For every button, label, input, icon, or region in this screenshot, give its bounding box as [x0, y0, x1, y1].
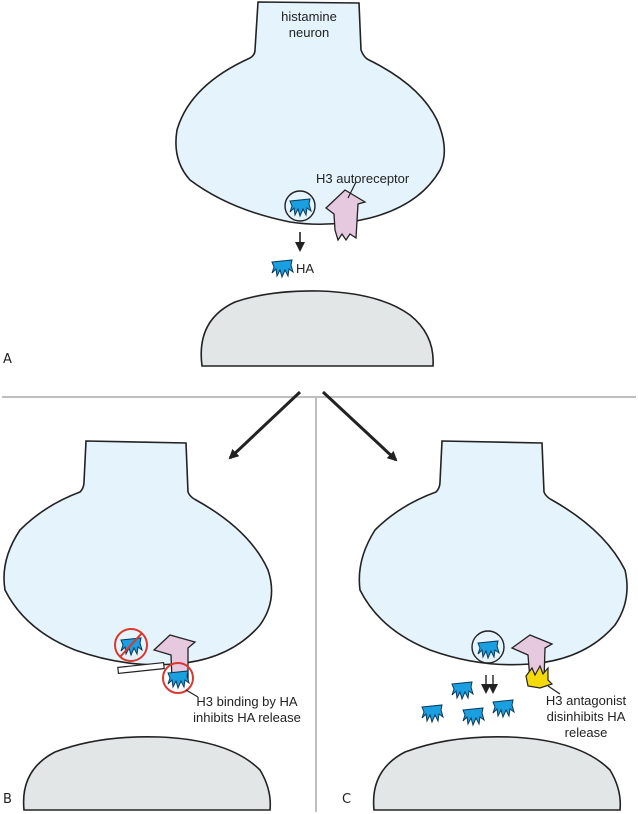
neuron-label-line2: neuron: [288, 25, 330, 40]
b-label-pointer: [185, 689, 199, 698]
b-caption: H3 binding by HA inhibits HA release: [182, 694, 312, 726]
released-ha-c3: [462, 707, 485, 726]
h3-antagonist: [525, 664, 554, 689]
ha-bound-receptor: [167, 670, 190, 689]
panel-letter-a: A: [3, 352, 12, 367]
c-caption-line3: release: [564, 725, 608, 740]
released-ha-c2: [421, 704, 444, 723]
panel-letter-c: C: [342, 792, 352, 807]
released-ha-a: [271, 259, 294, 278]
ha-label: HA: [296, 261, 315, 276]
ha-bound-receptor-ring: [162, 662, 194, 694]
postsynaptic-cell-a: [200, 290, 434, 367]
neuron-label: histamine neuron: [258, 9, 360, 41]
released-ha-c4: [492, 699, 515, 718]
h3-autoreceptor-c: [510, 634, 554, 681]
b-caption-line1: H3 binding by HA: [196, 694, 298, 709]
presynaptic-neuron-a: [175, 1, 446, 226]
arrow-to-b: [228, 390, 302, 460]
presynaptic-neuron-b: [3, 440, 273, 666]
neuron-label-line1: histamine: [281, 9, 337, 24]
released-ha-c1: [451, 681, 474, 700]
autoreceptor-pointer: [347, 181, 357, 199]
postsynaptic-cell-c: [372, 735, 622, 811]
h3-autoreceptor-a: [324, 189, 367, 242]
autoreceptor-label: H3 autoreceptor: [316, 171, 410, 186]
postsynaptic-cell-b: [22, 735, 272, 811]
c-caption-line2: disinhibits HA: [546, 709, 626, 724]
c-caption-line1: H3 antagonist: [545, 693, 627, 708]
inhibition-slash: [119, 632, 143, 658]
inhibited-vesicle-b: [114, 628, 148, 662]
blocked-release-bar: [117, 661, 165, 675]
panel-a: [175, 1, 446, 462]
panel-letter-b: B: [3, 792, 12, 807]
h3-autoreceptor-b: [152, 634, 197, 681]
b-caption-line2: inhibits HA release: [193, 710, 301, 725]
panel-b: [3, 440, 273, 811]
c-label-pointer: [547, 685, 561, 695]
arrow-to-c: [321, 390, 398, 462]
panel-c: [358, 440, 628, 811]
c-caption: H3 antagonist disinhibits HA release: [536, 693, 636, 741]
